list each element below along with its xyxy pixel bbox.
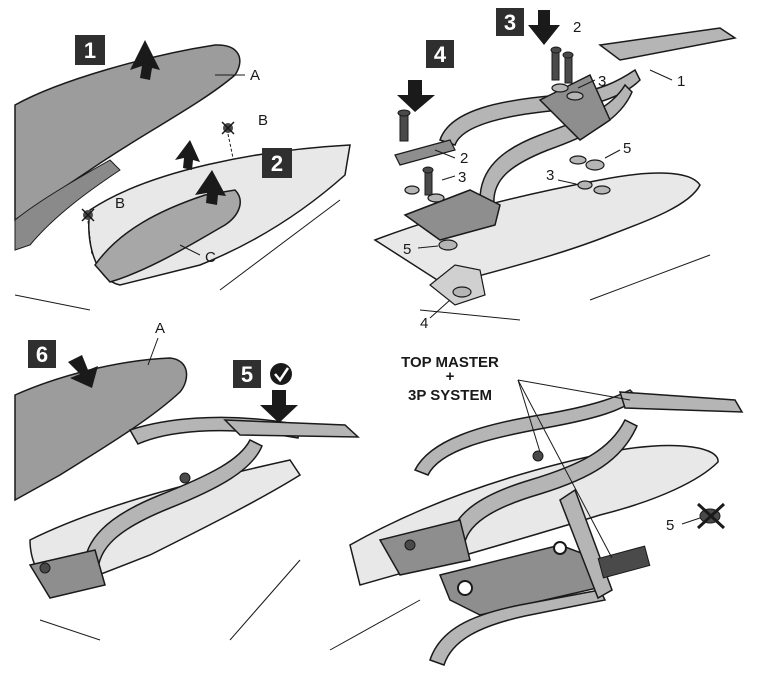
step-box-6 [28, 340, 56, 368]
label-b-left: B [115, 195, 125, 212]
panel-1: 1 2 A B B C [14, 35, 351, 311]
rack-top-plate [223, 419, 360, 438]
step-6-label: 6 [36, 342, 48, 367]
label-c: C [205, 249, 216, 266]
arrow-icon [68, 355, 98, 388]
label-a: A [250, 67, 260, 84]
step-box-2 [262, 148, 292, 178]
bolts [397, 46, 574, 196]
rack-side-plate [403, 189, 501, 241]
side-bracket [597, 545, 651, 579]
label-a: A [155, 320, 165, 337]
label-1: 1 [677, 73, 685, 90]
side-frame-tube [429, 589, 607, 666]
panel-3: 6 5 A [14, 320, 360, 641]
rack-tube [449, 418, 638, 549]
step-box-4 [426, 40, 454, 68]
rack-bracket [394, 139, 456, 166]
label-5: 5 [666, 517, 674, 534]
step-box-1 [75, 35, 105, 65]
arrow-icon [195, 170, 226, 205]
mount-bracket [429, 264, 486, 306]
label-3-left: 3 [458, 169, 466, 186]
rack-top-plate [598, 27, 737, 61]
system-title-line-3: 3P SYSTEM [408, 387, 492, 404]
step-box-3 [496, 8, 524, 36]
tail-cover-c [94, 189, 241, 283]
step-5-label: 5 [241, 362, 253, 387]
rack-top-plate [618, 391, 744, 413]
system-title-line-1: TOP MASTER [401, 354, 499, 371]
label-5-left: 5 [403, 241, 411, 258]
screw-b-right [221, 121, 235, 159]
step-1-label: 1 [84, 38, 96, 63]
rack-side-plate [28, 549, 106, 599]
label-3-top: 3 [598, 73, 606, 90]
rack-tube [83, 438, 263, 579]
step-3-label: 3 [504, 10, 516, 35]
arrow-icon [397, 80, 435, 112]
system-title-line-2: + [446, 368, 455, 385]
arrow-icon [260, 390, 298, 423]
step-box-5 [233, 360, 261, 388]
crossed-screw-icon [696, 502, 726, 530]
label-2-left: 2 [460, 150, 468, 167]
step-2-label: 2 [271, 151, 283, 176]
arrow-icon [528, 10, 560, 45]
rack-side-plate [378, 519, 471, 576]
label-3-right: 3 [546, 167, 554, 184]
side-frame-tube [559, 488, 613, 600]
label-4: 4 [420, 315, 428, 332]
panel-4: TOP MASTER + 3P SYSTEM 5 [329, 354, 744, 666]
label-2-top: 2 [573, 19, 581, 36]
label-b-right: B [258, 112, 268, 129]
seat-lower [14, 159, 121, 251]
label-5-right: 5 [623, 140, 631, 157]
panel-2: 3 4 1 2 2 3 3 3 4 5 5 [373, 8, 737, 332]
arrow-icon [130, 40, 160, 80]
check-circle-icon [270, 363, 292, 385]
rack-tube [439, 68, 641, 146]
screw-b-left [81, 208, 95, 256]
arrow-icon [175, 140, 200, 170]
washers [404, 83, 611, 298]
tail-body [373, 172, 701, 286]
step-4-label: 4 [434, 42, 447, 67]
